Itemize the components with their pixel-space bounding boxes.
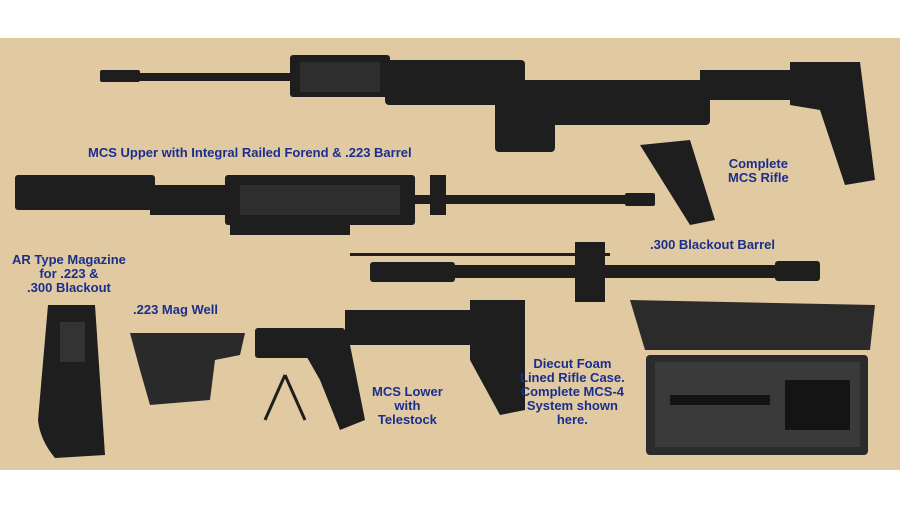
rifle-caption-line: MCS Rifle — [728, 170, 789, 185]
rifle-caption-line: Complete — [728, 156, 788, 171]
lower-caption-line: MCS Lower — [372, 384, 443, 399]
mag-well-caption: .223 Mag Well — [133, 302, 219, 317]
case-caption-line: System shown — [526, 398, 618, 413]
mag-well — [130, 333, 245, 405]
ar-magazine — [38, 305, 105, 458]
magazine-caption-line: for .223 & — [39, 266, 99, 281]
complete-rifle — [100, 55, 875, 225]
case-caption: Diecut Foam Lined Rifle Case. Complete M… — [520, 357, 625, 427]
upper-caption: MCS Upper with Integral Railed Forend & … — [88, 145, 412, 160]
mcs-lower — [255, 300, 525, 430]
blackout-barrel-caption: .300 Blackout Barrel — [650, 237, 776, 252]
lower-caption-line: Telestock — [377, 412, 437, 427]
magazine-caption-line: .300 Blackout — [27, 280, 111, 295]
case-caption-line: Diecut Foam — [533, 356, 612, 371]
rifle-case — [630, 300, 875, 455]
blackout-barrel — [350, 242, 820, 302]
magazine-caption-line: AR Type Magazine — [12, 252, 126, 267]
case-caption-line: here. — [556, 412, 588, 427]
mcs-upper — [15, 175, 655, 235]
case-caption-line: Lined Rifle Case. — [520, 370, 625, 385]
rifle-caption: Complete MCS Rifle — [728, 157, 789, 185]
lower-caption-line: with — [394, 398, 421, 413]
magazine-caption: AR Type Magazine for .223 & .300 Blackou… — [12, 253, 126, 295]
case-caption-line: Complete MCS-4 — [520, 384, 625, 399]
lower-caption: MCS Lower with Telestock — [372, 385, 443, 427]
